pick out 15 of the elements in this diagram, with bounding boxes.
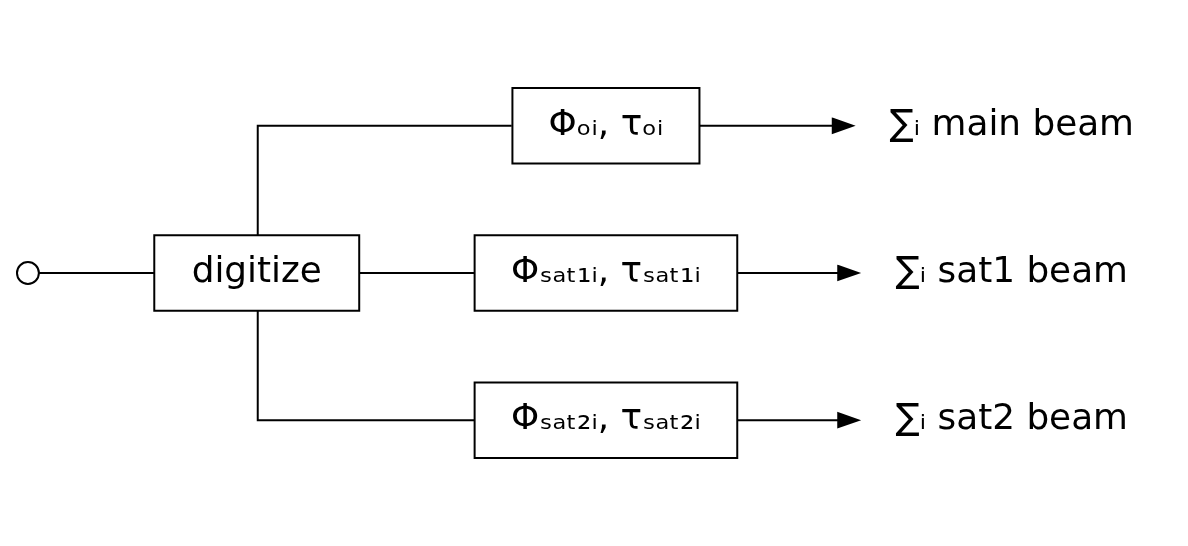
node-text: ∑ᵢ sat2 beam bbox=[895, 395, 1128, 437]
node-box: digitize bbox=[153, 234, 361, 312]
node-box: Φₛₐₜ₂ᵢ, τₛₐₜ₂ᵢ bbox=[473, 381, 739, 460]
node-text: ∑ᵢ main beam bbox=[889, 101, 1134, 143]
node-circle bbox=[16, 261, 40, 285]
node-box: Φₒᵢ, τₒᵢ bbox=[511, 86, 701, 165]
connector bbox=[256, 124, 513, 237]
node-text: ∑ᵢ sat1 beam bbox=[895, 248, 1128, 290]
arrow bbox=[736, 411, 862, 429]
connector bbox=[358, 272, 476, 274]
connector bbox=[256, 309, 476, 422]
connector bbox=[38, 272, 156, 274]
node-box: Φₛₐₜ₁ᵢ, τₛₐₜ₁ᵢ bbox=[473, 234, 739, 312]
arrow bbox=[736, 264, 862, 282]
arrow bbox=[698, 117, 856, 135]
